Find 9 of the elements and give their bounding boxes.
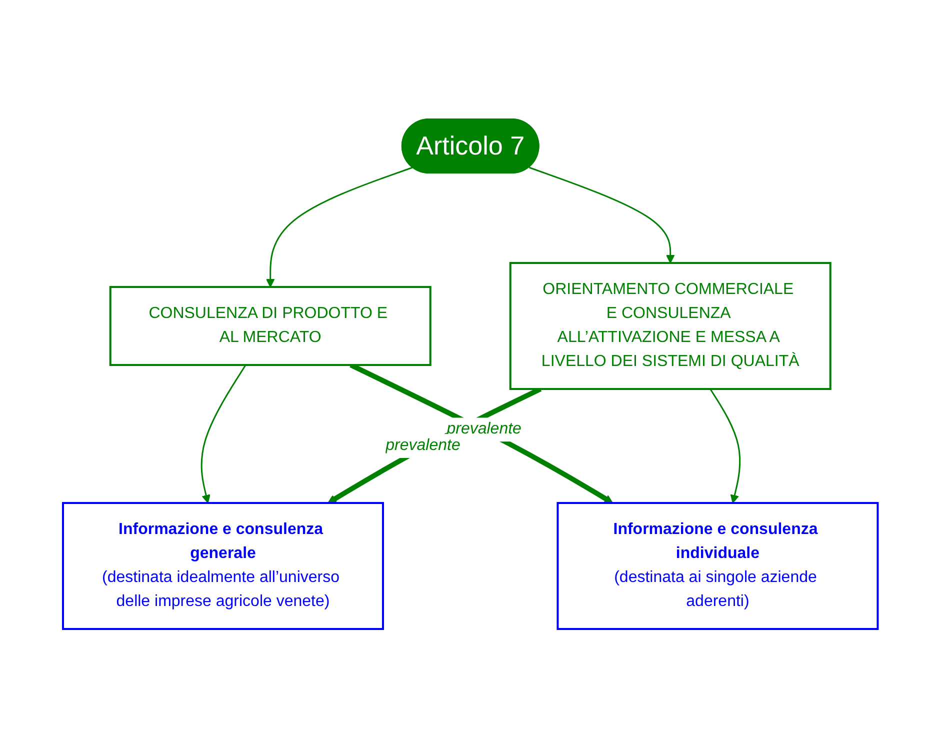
node-box: Informazione e consulenza generale (destinata idealmente all’universo delle imprese agricole venete) <box>62 502 384 630</box>
arrow <box>528 166 674 264</box>
node-box: Informazione e consulenza individuale (destinata ai singole aziende aderenti) <box>556 502 878 630</box>
node-box: ORIENTAMENTO COMMERCIALE E CONSULENZA ALL’ATTIVAZIONE E MESSA A LIVELLO DEI SISTEMI DI QUALITÀ <box>509 262 831 390</box>
arrow <box>200 364 246 504</box>
arrow <box>266 166 412 288</box>
node-box: CONSULENZA DI PRODOTTO E AL MERCATO <box>109 286 431 366</box>
arrow <box>709 388 740 504</box>
edge-label: prevalente <box>446 420 522 438</box>
